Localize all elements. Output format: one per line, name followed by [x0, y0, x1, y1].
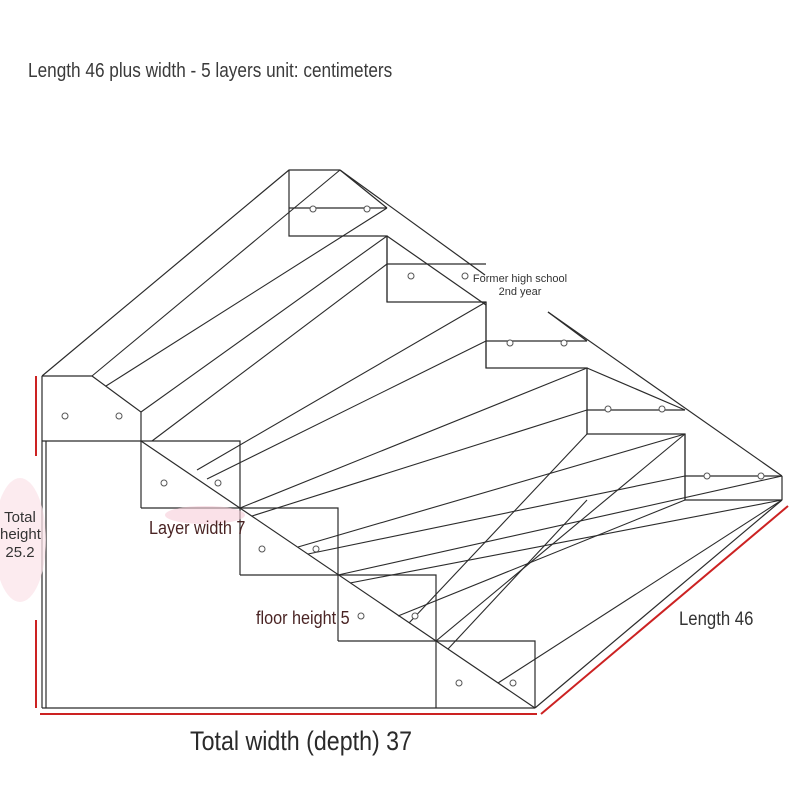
total-height-line-1: Total	[4, 509, 36, 526]
note-line-1: Former high school	[472, 273, 568, 285]
layer-label-highlight	[165, 506, 245, 524]
length-dimension-line	[540, 505, 789, 715]
floor-height-label: floor height 5	[256, 608, 350, 628]
front-profile	[42, 375, 536, 708]
back-diagonal-edge-lower	[547, 311, 783, 477]
total-height-line-3: 25.2	[5, 543, 35, 561]
shelf-outline	[41, 169, 783, 709]
layer-4-step	[586, 368, 686, 500]
screw-holes	[61, 205, 765, 687]
total-height-label: Total height 25.2	[0, 509, 41, 561]
layer-4-bevel	[586, 367, 686, 411]
layer-3-step	[485, 302, 588, 434]
layer-1-bevel	[339, 169, 388, 209]
back-top-edge	[41, 169, 340, 377]
layer-2-bevel	[386, 235, 487, 306]
layer-1-step	[288, 170, 388, 302]
tread-lines	[91, 169, 783, 684]
total-height-line-2: height	[0, 526, 41, 544]
length-label: Length 46	[679, 609, 754, 630]
layer-width-label: Layer width 7	[149, 518, 246, 538]
note-line-2: 2nd year	[498, 285, 542, 298]
layer-5-step	[684, 434, 782, 501]
right-front-edge	[534, 499, 783, 709]
back-diagonal-edge	[339, 169, 486, 276]
height-label-highlight	[0, 478, 46, 602]
total-width-label: Total width (depth) 37	[190, 726, 413, 756]
note-label: Former high school 2nd year	[470, 273, 570, 298]
diagram-title: Length 46 plus width - 5 layers unit: ce…	[28, 60, 393, 82]
layer-3-bevel	[547, 311, 588, 342]
dimension-lines	[35, 376, 789, 715]
